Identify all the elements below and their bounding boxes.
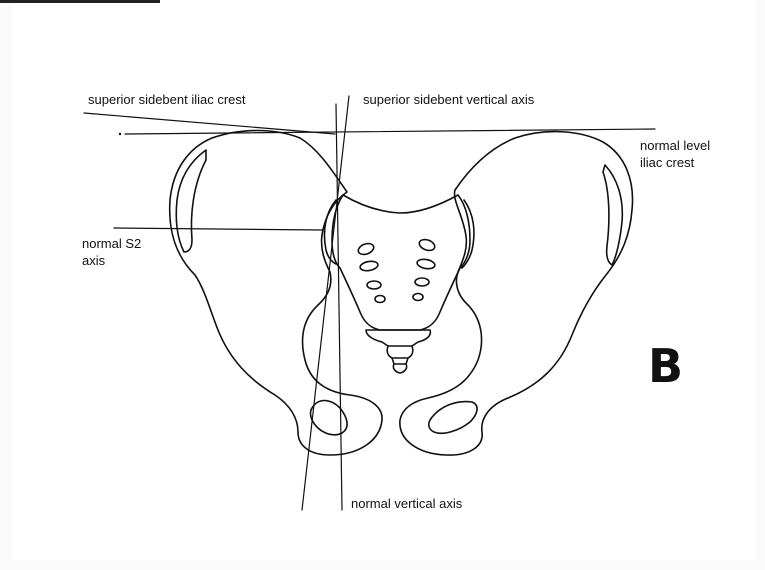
coccyx bbox=[366, 330, 430, 373]
sacrum-outline bbox=[332, 195, 470, 330]
right-ilium-outline bbox=[400, 132, 633, 455]
right-obturator-foramen bbox=[429, 402, 477, 434]
sacral-foramen-left-2 bbox=[359, 260, 378, 272]
left-obturator-foramen bbox=[311, 401, 348, 435]
sacral-foramen-right-4 bbox=[413, 294, 423, 301]
label-normal-s2-axis-2: axis bbox=[82, 253, 105, 269]
panel-letter: B bbox=[648, 343, 683, 389]
sacral-foramen-left-4 bbox=[375, 296, 385, 303]
label-normal-s2-axis-1: normal S2 bbox=[82, 236, 141, 252]
left-ilium-outline bbox=[170, 131, 382, 456]
label-normal-level-iliac-crest-2: iliac crest bbox=[640, 155, 694, 171]
sacral-foramen-right-1 bbox=[418, 238, 436, 253]
label-superior-sidebent-vertical-axis: superior sidebent vertical axis bbox=[363, 92, 534, 108]
left-si-joint-edge bbox=[324, 200, 336, 264]
label-normal-level-iliac-crest-1: normal level bbox=[640, 138, 710, 154]
sacral-foramen-right-2 bbox=[416, 258, 435, 270]
label-normal-vertical-axis: normal vertical axis bbox=[351, 496, 462, 512]
sacral-foramen-left-3 bbox=[367, 281, 381, 289]
label-superior-sidebent-iliac-crest: superior sidebent iliac crest bbox=[88, 92, 246, 108]
normal-s2-axis-line bbox=[114, 228, 322, 230]
superior-sidebent-iliac-crest-line bbox=[84, 113, 335, 134]
scan-dot bbox=[119, 133, 121, 135]
right-ilium-inner-crest bbox=[603, 165, 622, 265]
superior-sidebent-vertical-axis-line bbox=[302, 96, 349, 510]
sacral-foramen-right-3 bbox=[415, 278, 429, 286]
sacral-foramen-left-1 bbox=[357, 242, 375, 257]
